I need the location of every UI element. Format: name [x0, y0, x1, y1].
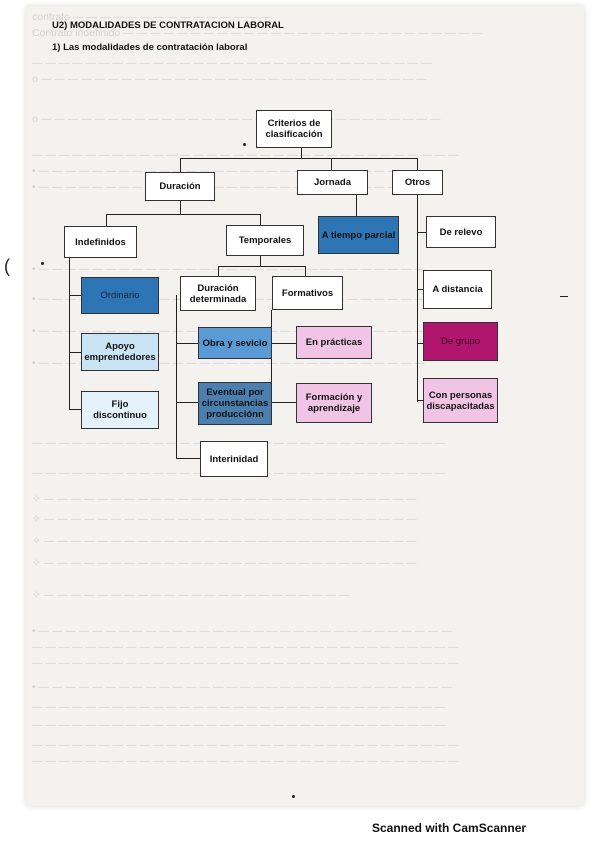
- node-duracion: Duración: [145, 172, 215, 201]
- connector-line: [176, 343, 198, 344]
- connector-line: [69, 409, 81, 410]
- connector-line: [180, 200, 181, 214]
- bleed-through-text: • — — — — — — — — — — — — — — — — — — — …: [32, 625, 452, 637]
- connector-line: [69, 352, 81, 353]
- bleed-through-text: ✧ — — — — — — — — — — — — — — — — — — — …: [32, 557, 417, 569]
- bleed-through-text: ✧ — — — — — — — — — — — — — — — — — — — …: [32, 513, 417, 525]
- connector-line: [218, 266, 306, 267]
- connector-line: [301, 147, 302, 158]
- section-title: U2) MODALIDADES DE CONTRATACION LABORAL: [52, 20, 284, 31]
- node-otros: Otros: [392, 170, 443, 195]
- bleed-through-text: contrato — — — — — — — — — — — — — — —: [32, 11, 272, 23]
- connector-line: [106, 214, 107, 226]
- bleed-through-text: — — — — — — — — — — — — — — — — — — — — …: [32, 739, 459, 751]
- connector-line: [271, 343, 296, 344]
- node-fijo-discontinuo: Fijo discontinuo: [81, 391, 159, 429]
- node-en-practicas: En prácticas: [296, 326, 372, 359]
- bleed-through-text: — — — — — — — — — — — — — — — — — — — — …: [32, 641, 459, 653]
- connector-line: [305, 266, 306, 276]
- connector-line: [218, 266, 219, 276]
- node-criterios-clasificacion: Criterios de clasificación: [256, 110, 332, 148]
- scan-speck: [243, 143, 246, 146]
- bleed-through-text: — — — — — — — — — — — — — — — — — — — — …: [32, 57, 432, 69]
- node-duracion-determinada: Duración determinada: [180, 276, 256, 311]
- node-jornada: Jornada: [297, 170, 368, 195]
- scan-speck: [41, 262, 44, 265]
- node-formacion-aprendizaje: Formación y aprendizaje: [296, 383, 372, 423]
- scan-edge-mark: (: [4, 256, 10, 276]
- connector-line: [417, 289, 423, 290]
- connector-line: [356, 194, 357, 216]
- node-ordinario: Ordinario: [81, 277, 159, 314]
- bleed-through-text: — — — — — — — — — — — — — — — — — — — — …: [32, 437, 446, 449]
- connector-line: [417, 400, 423, 401]
- bleed-through-text: — — — — — — — — — — — — — — — — — — — — …: [32, 701, 446, 713]
- connector-line: [69, 258, 70, 410]
- node-con-personas-discapacitadas: Con personas discapacitadas: [423, 378, 498, 423]
- connector-line: [331, 158, 332, 170]
- connector-line: [176, 295, 177, 459]
- scan-mark: [560, 296, 568, 297]
- connector-line: [180, 158, 418, 159]
- connector-line: [176, 458, 200, 459]
- node-a-tiempo-parcial: A tiempo parcial: [318, 216, 399, 254]
- scan-speck: [292, 795, 295, 798]
- connector-line: [417, 158, 418, 170]
- bleed-through-text: o — — — — — — — — — — — — — — — — — — — …: [32, 113, 441, 125]
- node-interinidad: Interinidad: [200, 441, 268, 477]
- section-subtitle: 1) Las modalidades de contratación labor…: [52, 42, 248, 53]
- node-eventual-circunstancias: Eventual por circunstancias producciónn: [198, 382, 272, 425]
- bleed-through-text: — — — — — — — — — — — — — — — — — — — — …: [32, 657, 459, 669]
- connector-line: [417, 194, 418, 402]
- scanner-watermark: Scanned with CamScanner: [372, 821, 527, 835]
- connector-line: [176, 402, 198, 403]
- node-indefinidos: Indefinidos: [64, 226, 137, 258]
- connector-line: [271, 402, 296, 403]
- bleed-through-text: Contrato indefinido — — — — — — — — — — …: [32, 27, 483, 39]
- node-temporales: Temporales: [226, 225, 304, 256]
- connector-line: [260, 255, 261, 267]
- node-de-relevo: De relevo: [426, 216, 496, 248]
- node-a-distancia: A distancia: [423, 270, 492, 309]
- connector-line: [69, 295, 81, 296]
- bleed-through-text: ✧ — — — — — — — — — — — — — — — — — — — …: [32, 493, 417, 505]
- bleed-through-text: ✧ — — — — — — — — — — — — — — — — — — — …: [32, 589, 350, 601]
- bleed-through-text: — — — — — — — — — — — — — — — — — — — — …: [32, 755, 459, 767]
- connector-line: [180, 158, 181, 172]
- connector-line: [417, 343, 423, 344]
- node-obra-y-servicio: Obra y sevicio: [198, 327, 272, 359]
- node-de-grupo: De grupo: [423, 322, 498, 361]
- bleed-through-text: — — — — — — — — — — — — — — — — — — — — …: [32, 149, 459, 161]
- connector-line: [417, 232, 426, 233]
- node-formativos: Formativos: [272, 276, 343, 310]
- bleed-through-text: • — — — — — — — — — — — — — — — — — — — …: [32, 681, 452, 693]
- bleed-through-text: • — — — — — — — — — — — — — — — — — — — …: [32, 263, 425, 275]
- bleed-through-text: — — — — — — — — — — — — — — — — — — — — …: [32, 719, 446, 731]
- bleed-through-text: — — — — — — — — — — — — — — — — — — — — …: [32, 467, 446, 479]
- bleed-through-text: ✧ — — — — — — — — — — — — — — — — — — — …: [32, 535, 417, 547]
- connector-line: [106, 214, 261, 215]
- connector-line: [260, 214, 261, 225]
- node-apoyo-emprendedores: Apoyo emprendedores: [81, 333, 159, 371]
- bleed-through-text: o — — — — — — — — — — — — — — — — — — — …: [32, 73, 427, 85]
